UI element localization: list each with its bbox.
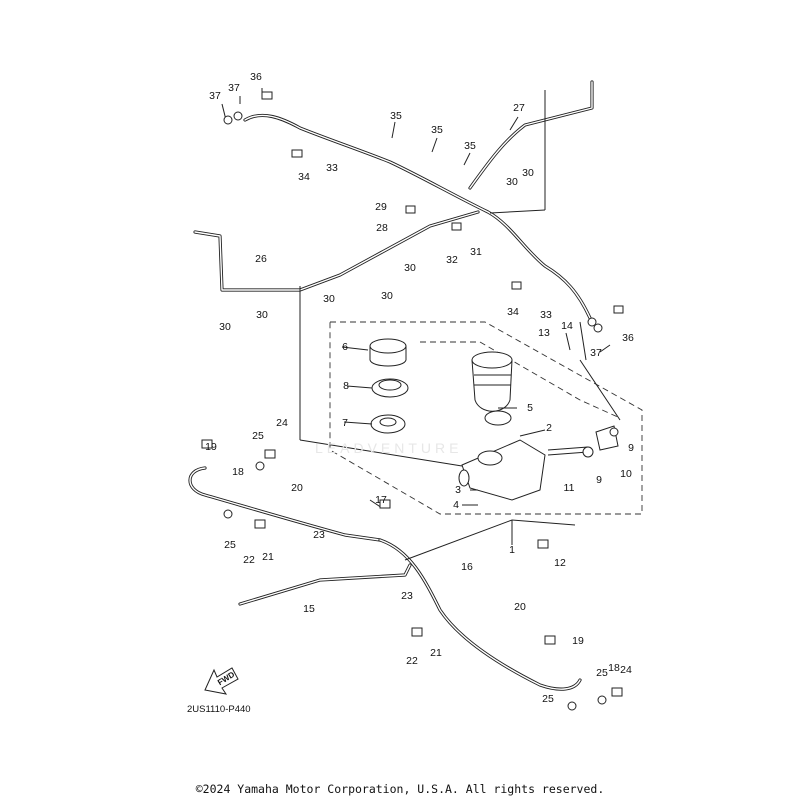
callout-label: 22 bbox=[243, 553, 255, 566]
reservoir-cap bbox=[369, 338, 407, 367]
callout-label: 3 bbox=[455, 483, 461, 496]
watermark: LEADVENTURE bbox=[315, 440, 463, 456]
copyright-notice: ©2024 Yamaha Motor Corporation, U.S.A. A… bbox=[195, 782, 605, 796]
plate bbox=[370, 414, 406, 434]
assembly-outline bbox=[329, 321, 643, 515]
fwd-arrow bbox=[204, 667, 239, 695]
callout-label: 35 bbox=[390, 109, 402, 122]
callout-label: 19 bbox=[572, 634, 584, 647]
right-hose-16 bbox=[378, 538, 582, 691]
callout-label: 5 bbox=[527, 401, 533, 414]
clevis-bracket bbox=[582, 425, 619, 458]
callout-label: 24 bbox=[620, 663, 632, 676]
callout-label: 25 bbox=[252, 429, 264, 442]
callout-label: 30 bbox=[219, 320, 231, 333]
upper-brake-line bbox=[243, 113, 592, 320]
callout-label: 12 bbox=[554, 556, 566, 569]
callout-label: 8 bbox=[343, 379, 349, 392]
callout-label: 30 bbox=[381, 289, 393, 302]
brake-pipe-26 bbox=[193, 210, 480, 292]
callout-label: 4 bbox=[453, 498, 459, 511]
callout-label: 30 bbox=[522, 166, 534, 179]
callout-label: 36 bbox=[250, 70, 262, 83]
callout-label: 35 bbox=[464, 139, 476, 152]
callout-label: 18 bbox=[232, 465, 244, 478]
callout-label: 30 bbox=[256, 308, 268, 321]
callout-label: 6 bbox=[342, 340, 348, 353]
callout-label: 23 bbox=[313, 528, 325, 541]
brake-pipe-27 bbox=[468, 80, 594, 190]
callout-label: 34 bbox=[507, 305, 519, 318]
callout-label: 15 bbox=[303, 602, 315, 615]
callout-label: 14 bbox=[561, 319, 573, 332]
callout-label: 30 bbox=[506, 175, 518, 188]
callout-label: 18 bbox=[608, 661, 620, 674]
callout-label: 21 bbox=[262, 550, 274, 563]
callout-label: 34 bbox=[298, 170, 310, 183]
callout-label: 33 bbox=[540, 308, 552, 321]
master-cylinder bbox=[458, 439, 546, 501]
hardware bbox=[201, 91, 624, 711]
callout-label: 11 bbox=[563, 481, 575, 494]
callout-label: 21 bbox=[430, 646, 442, 659]
callout-label: 25 bbox=[596, 666, 608, 679]
callout-label: 33 bbox=[326, 161, 338, 174]
callout-label: 30 bbox=[404, 261, 416, 274]
callout-label: 17 bbox=[375, 493, 387, 506]
diaphragm bbox=[371, 378, 409, 398]
hose-clamp bbox=[484, 410, 512, 426]
callout-label: 2 bbox=[546, 421, 552, 434]
callout-label: 32 bbox=[446, 253, 458, 266]
callout-label: 35 bbox=[431, 123, 443, 136]
callout-label: 20 bbox=[291, 481, 303, 494]
callout-label: 7 bbox=[342, 416, 348, 429]
callout-label: 16 bbox=[461, 560, 473, 573]
callout-label: 29 bbox=[375, 200, 387, 213]
brake-pipe-15 bbox=[238, 563, 412, 606]
callout-label: 28 bbox=[376, 221, 388, 234]
diagram-code: 2US1110-P440 bbox=[187, 704, 251, 715]
callout-label: 37 bbox=[228, 81, 240, 94]
callout-label: 31 bbox=[470, 245, 482, 258]
callout-label: 19 bbox=[205, 440, 217, 453]
callout-label: 9 bbox=[596, 473, 602, 486]
callout-label: 30 bbox=[323, 292, 335, 305]
callout-label: 37 bbox=[590, 346, 602, 359]
callout-label: 20 bbox=[514, 600, 526, 613]
callout-label: 36 bbox=[622, 331, 634, 344]
callout-label: 13 bbox=[538, 326, 550, 339]
callout-label: 37 bbox=[209, 89, 221, 102]
callout-label: 27 bbox=[513, 101, 525, 114]
callout-label: 26 bbox=[255, 252, 267, 265]
callout-label: 10 bbox=[620, 467, 632, 480]
assembly-outline-inner bbox=[420, 341, 621, 419]
push-rod bbox=[547, 446, 589, 456]
callout-label: 24 bbox=[276, 416, 288, 429]
callout-label: 23 bbox=[401, 589, 413, 602]
callout-label: 25 bbox=[224, 538, 236, 551]
left-hose-20 bbox=[188, 466, 382, 542]
reservoir-tank bbox=[471, 351, 513, 412]
callout-label: 1 bbox=[509, 543, 515, 556]
leader-lines bbox=[221, 88, 621, 561]
callout-label: 25 bbox=[542, 692, 554, 705]
callout-label: 22 bbox=[406, 654, 418, 667]
callout-label: 9 bbox=[628, 441, 634, 454]
